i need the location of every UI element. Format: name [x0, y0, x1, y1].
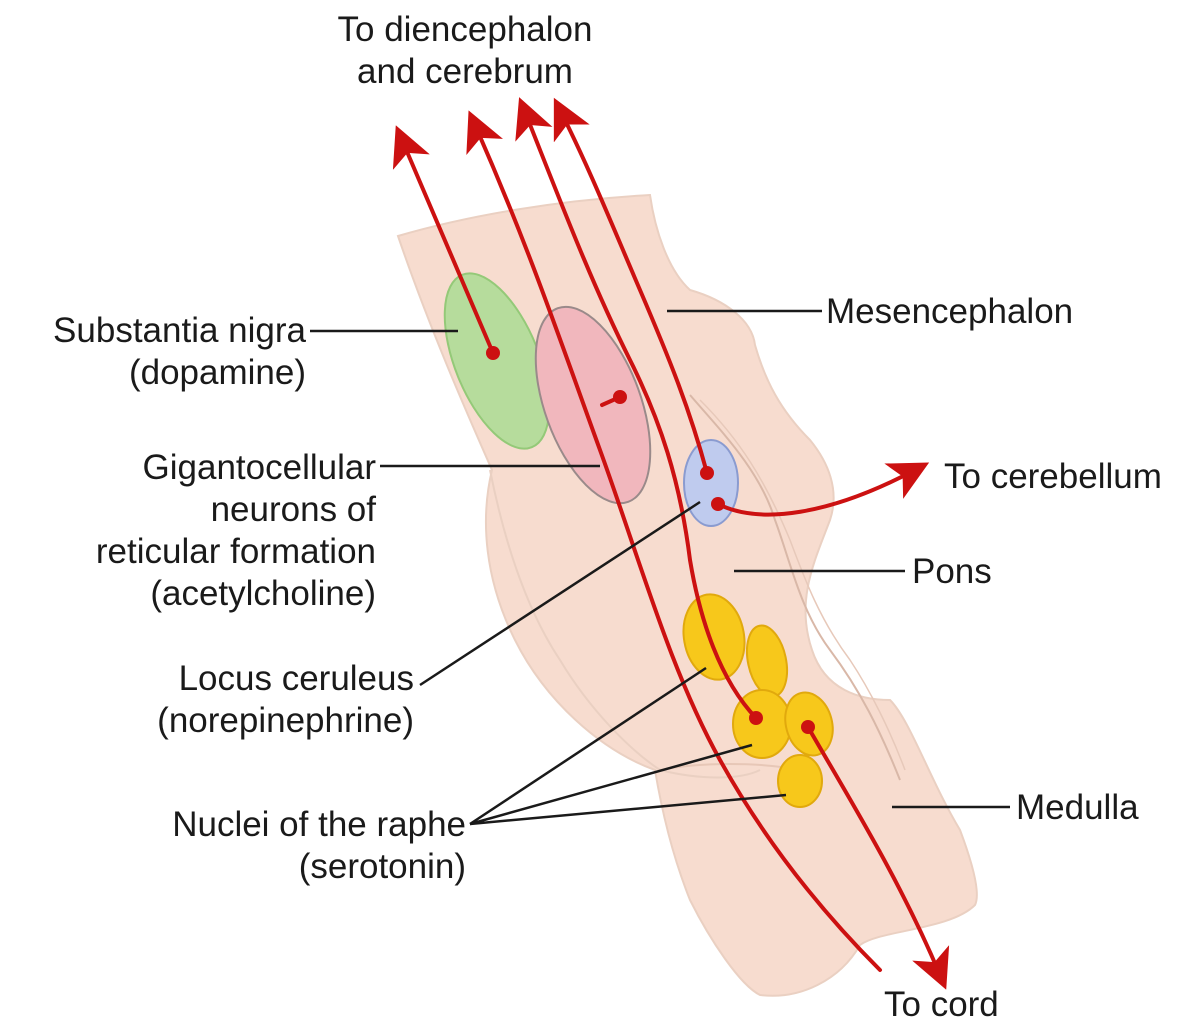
label-gigantocellular: Gigantocellular neurons of reticular for…: [0, 447, 376, 615]
label-to-cord: To cord: [884, 984, 999, 1026]
cell-body-locus-ceruleus-upper: [700, 466, 714, 480]
label-gigantocellular-line3: reticular formation: [0, 531, 376, 573]
label-pons: Pons: [912, 551, 992, 593]
cell-body-gigantocellular: [613, 390, 627, 404]
label-to-diencephalon-cerebrum: To diencephalon and cerebrum: [305, 9, 625, 93]
raphe-nucleus-5: [778, 755, 822, 807]
label-locus-ceruleus-line1: Locus ceruleus: [0, 658, 414, 700]
label-gigantocellular-line4: (acetylcholine): [0, 573, 376, 615]
label-substantia-nigra-line2: (dopamine): [0, 352, 306, 394]
label-locus-ceruleus-line2: (norepinephrine): [0, 700, 414, 742]
label-to-diencephalon-line1: To diencephalon: [305, 9, 625, 51]
label-raphe-line2: (serotonin): [0, 846, 466, 888]
label-gigantocellular-line2: neurons of: [0, 489, 376, 531]
label-gigantocellular-line1: Gigantocellular: [0, 447, 376, 489]
label-to-cerebellum: To cerebellum: [944, 456, 1162, 498]
label-locus-ceruleus: Locus ceruleus (norepinephrine): [0, 658, 414, 742]
label-raphe-nuclei: Nuclei of the raphe (serotonin): [0, 804, 466, 888]
label-substantia-nigra-line1: Substantia nigra: [0, 310, 306, 352]
label-raphe-line1: Nuclei of the raphe: [0, 804, 466, 846]
cell-body-substantia-nigra: [486, 346, 500, 360]
label-to-diencephalon-line2: and cerebrum: [305, 51, 625, 93]
label-mesencephalon: Mesencephalon: [826, 291, 1073, 333]
locus-ceruleus-nucleus: [684, 440, 738, 526]
cell-body-raphe-left: [749, 711, 763, 725]
cell-body-locus-ceruleus-lower: [711, 497, 725, 511]
cell-body-raphe-right: [801, 720, 815, 734]
label-medulla: Medulla: [1016, 787, 1139, 829]
label-substantia-nigra: Substantia nigra (dopamine): [0, 310, 306, 394]
